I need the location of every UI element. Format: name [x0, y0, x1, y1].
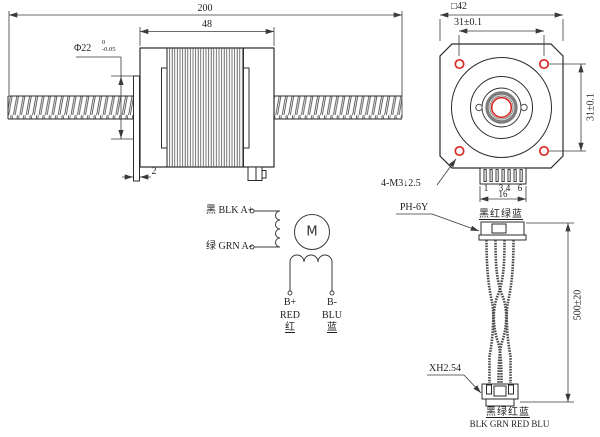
b-plus-terminal-label: B+ [283, 297, 297, 308]
side-view-connector-stub [247, 166, 267, 181]
dim-body-length-label: 48 [202, 19, 212, 30]
phase-a-minus-label: 绿 GRN A- [206, 241, 253, 252]
dim-holes-vertical-label: 31±0.1 [585, 93, 597, 121]
side-view-lead-screw-right [274, 95, 402, 120]
cable-top-wire-colors-label: 黑红绿蓝 [479, 209, 523, 220]
pin-number-1: 1 [483, 183, 489, 193]
terminal-b-minus [329, 290, 335, 296]
phase-a-coil [254, 210, 281, 248]
front-view-flange [439, 43, 564, 169]
cable-top-connector-label: PH-6Y [399, 202, 429, 213]
wiring-diagram [249, 208, 335, 296]
mounting-holes [454, 58, 550, 157]
cable-dimensions [396, 213, 574, 403]
terminal-a-minus [249, 244, 255, 250]
cable-bottom-wire-colors-cn-label: 黑绿红蓝 [486, 407, 530, 418]
dim-plate-thickness-label: 2 [151, 166, 157, 177]
dim-holes-horizontal-label: 31±0.1 [454, 17, 482, 28]
dim-square-flange-label: □42 [450, 1, 468, 12]
front-view-dimensions [436, 12, 586, 202]
mount-holes-note-label: 4-M3↓2.5 [381, 178, 421, 189]
front-view-header-connector [479, 167, 527, 185]
b-plus-color-cn-label: 红 [285, 322, 295, 333]
pin-number-6: 6 [517, 183, 523, 193]
motor-symbol-circle [294, 214, 330, 250]
dim-total-length-label: 200 [197, 3, 213, 14]
terminal-a-plus [249, 208, 255, 214]
phase-a-plus-label: 黑 BLK A+ [206, 205, 254, 216]
cable-top-connector-ph6y [478, 221, 527, 241]
side-view-motor-body [139, 47, 275, 168]
pin-number-3: 3 [498, 183, 504, 193]
b-plus-color-en-label: RED [280, 310, 300, 321]
shaft-tolerance-upper: 0 [102, 39, 106, 46]
motor-symbol-label: M [306, 224, 318, 240]
side-view-dimensions [8, 11, 403, 180]
side-view-lead-screw-left [7, 95, 134, 120]
cable-length-label: 500±20 [572, 289, 584, 321]
cable-wires [485, 239, 515, 384]
terminal-b-plus [287, 290, 293, 296]
b-minus-color-cn-label: 蓝 [327, 322, 337, 333]
cable-bottom-wire-colors-en-label: BLK GRN RED BLU [469, 419, 550, 429]
pin-number-4: 4 [505, 183, 511, 193]
side-view-front-plate [133, 75, 140, 182]
phase-b-coil [289, 254, 333, 291]
b-minus-terminal-label: B- [327, 297, 337, 308]
shaft-tolerance-stack: 0 -0.05 [102, 39, 116, 53]
cable-bottom-connector-label: XH2.54 [429, 363, 461, 374]
cable-bottom-connector-xh254 [481, 383, 519, 407]
b-minus-color-en-label: BLU [322, 310, 342, 321]
dim-connector-width-label: 16 [498, 189, 508, 199]
shaft-diameter-label: Φ22 [74, 43, 92, 54]
shaft-tolerance-lower: -0.05 [102, 45, 116, 53]
